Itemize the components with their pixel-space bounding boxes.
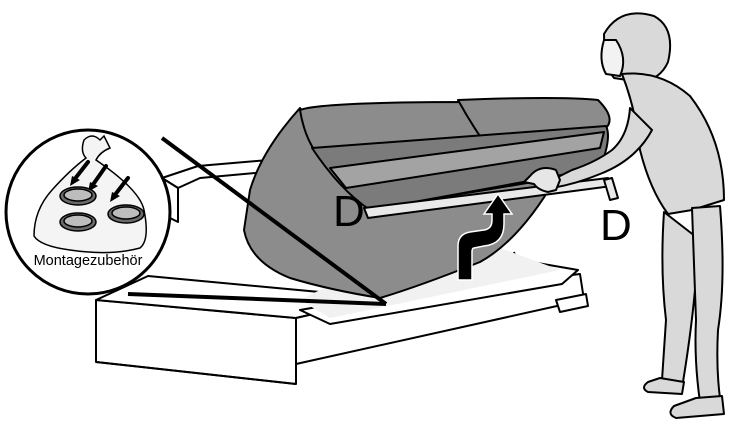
glide-disc-icon — [59, 186, 145, 232]
person-shoe-front — [643, 377, 685, 395]
person-face — [600, 39, 625, 77]
lift-arrow-icon — [457, 192, 514, 281]
raised-seat — [243, 97, 619, 299]
callout-caption: Montagezubehör — [34, 253, 143, 269]
seat-board-lip — [329, 131, 605, 189]
person-hand — [523, 167, 561, 193]
bag-arrows — [72, 160, 130, 198]
hardware-callout: Montagezubehör — [4, 128, 172, 296]
person-figure — [523, 12, 725, 419]
frame-foot — [555, 293, 589, 313]
person-shoe-back — [669, 395, 725, 419]
part-label-left: D — [333, 187, 365, 236]
callout-pointer — [127, 136, 388, 306]
rail-end-post — [603, 177, 619, 201]
person-leg-front — [661, 211, 701, 389]
part-label-right: D — [600, 201, 632, 250]
compartment-shadow — [300, 248, 560, 318]
person-leg-back — [691, 205, 724, 403]
